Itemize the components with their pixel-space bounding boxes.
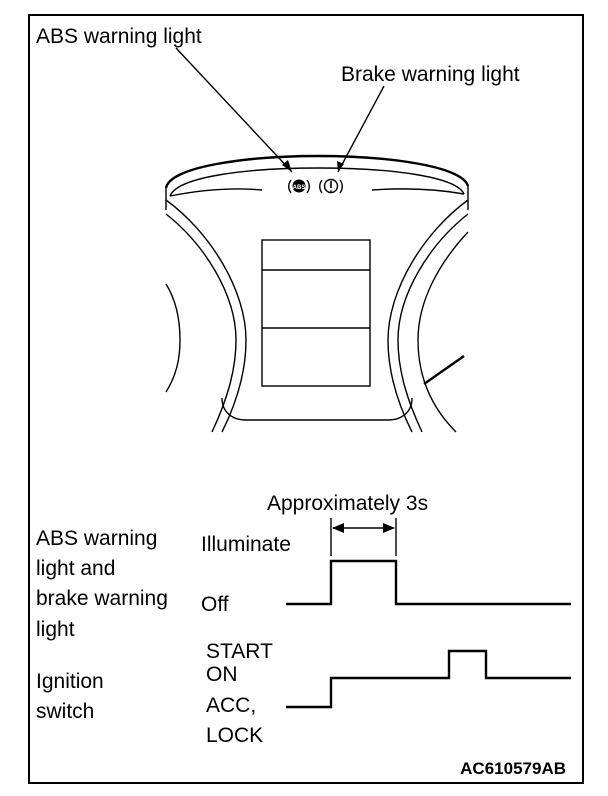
lamp-state-illuminate: Illuminate bbox=[201, 533, 291, 556]
ignition-waveform bbox=[286, 649, 571, 709]
ignition-state-on: ON bbox=[206, 663, 238, 686]
lamp-signal-label-line-4: light bbox=[36, 618, 75, 641]
center-display bbox=[261, 239, 371, 387]
abs-warning-light-label: ABS warning light bbox=[36, 25, 202, 48]
ignition-state-start: START bbox=[206, 640, 273, 663]
lamp-signal-label-line-1: ABS warning bbox=[36, 527, 157, 550]
brake-warning-light-label: Brake warning light bbox=[341, 63, 520, 86]
cluster-hood bbox=[164, 154, 470, 189]
lamp-signal-waveform bbox=[286, 559, 571, 606]
lamp-signal-label-line-2: light and bbox=[36, 557, 115, 580]
ignition-state-acc: ACC, bbox=[206, 694, 256, 717]
lamp-state-off: Off bbox=[201, 593, 229, 616]
brake-lamp-icon bbox=[319, 178, 343, 194]
timing-chart: Approximately 3s ABS warning light and b… bbox=[36, 492, 571, 747]
ignition-label-line-1: Ignition bbox=[36, 670, 104, 693]
abs-lamp-icon: ABS bbox=[288, 179, 310, 194]
duration-label: Approximately 3s bbox=[267, 492, 428, 515]
instrument-cluster: ABS bbox=[164, 47, 470, 433]
ignition-label-line-2: switch bbox=[36, 700, 94, 723]
lamp-signal-label-line-3: brake warning bbox=[36, 587, 168, 610]
figure-frame bbox=[28, 14, 584, 784]
gauge-needle bbox=[423, 355, 465, 385]
svg-text:ABS: ABS bbox=[293, 185, 306, 191]
figure-code: AC610579AB bbox=[460, 759, 566, 778]
ignition-state-lock: LOCK bbox=[206, 724, 263, 747]
abs-leader-line bbox=[175, 47, 293, 173]
brake-leader-line bbox=[337, 85, 385, 173]
